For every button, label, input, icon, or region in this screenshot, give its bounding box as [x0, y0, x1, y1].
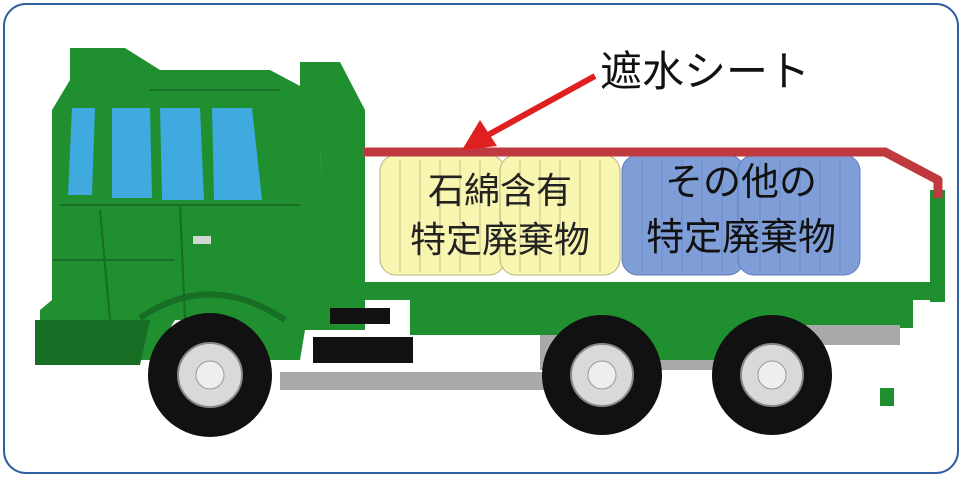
- chassis-beam: [280, 372, 560, 390]
- rear-post: [930, 190, 945, 302]
- front-bumper: [35, 320, 150, 365]
- cab-panel-lines: [52, 89, 300, 321]
- door-handle: [193, 236, 211, 244]
- cab-window-rear: [212, 108, 262, 200]
- front-wheel: [148, 313, 272, 437]
- rear-lamp: [880, 388, 894, 406]
- other-label-line1: その他の: [665, 160, 817, 204]
- sheet-label: 遮水シート: [600, 47, 810, 96]
- chassis-green: [410, 300, 900, 360]
- sheet-arrow-head: [462, 120, 497, 150]
- asbestos-label-line2: 特定廃棄物: [410, 220, 590, 261]
- cab-window-mid: [112, 108, 152, 198]
- waterproof-sheet: [364, 147, 943, 198]
- cargo-bed-side: [362, 198, 945, 318]
- front-fender: [138, 291, 287, 323]
- sheet-arrow-shaft: [486, 73, 597, 138]
- cab-window-front: [68, 108, 95, 195]
- step-upper: [330, 308, 390, 324]
- other-label-line2: 特定廃棄物: [646, 215, 836, 259]
- step-lower: [313, 337, 413, 363]
- cab-window-side: [160, 108, 204, 200]
- asbestos-label-line1: 石綿含有: [428, 171, 572, 212]
- headboard: [300, 62, 365, 300]
- rear-wheel-1: [542, 315, 662, 435]
- rear-wheel-2: [712, 315, 832, 435]
